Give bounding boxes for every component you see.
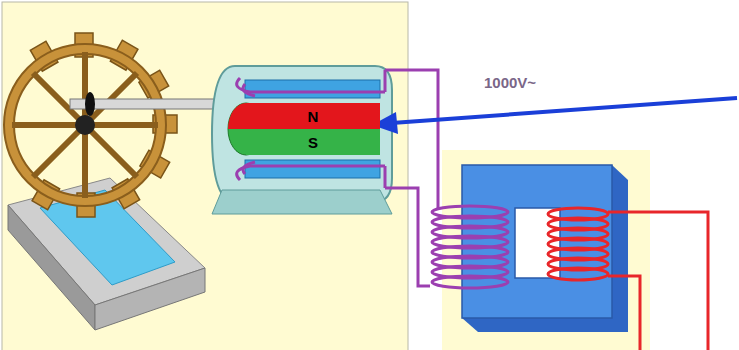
pole-label: S xyxy=(308,135,318,150)
secondary-wire xyxy=(608,212,708,350)
primary-coil xyxy=(432,206,508,288)
right-panel xyxy=(442,150,650,350)
north-pole-band: N xyxy=(246,103,380,129)
generator-coil xyxy=(237,70,385,188)
voltage-label: 1000V~ xyxy=(484,74,536,91)
left-panel xyxy=(2,2,408,350)
secondary-coil xyxy=(548,208,608,280)
generator-housing xyxy=(212,66,392,214)
pointer-arrow xyxy=(372,98,737,134)
primary-wire xyxy=(385,70,438,286)
shaft-hub xyxy=(85,92,95,116)
pole-label: N xyxy=(308,109,319,124)
water-wheel xyxy=(9,33,177,217)
south-pole-band: S xyxy=(246,129,380,155)
